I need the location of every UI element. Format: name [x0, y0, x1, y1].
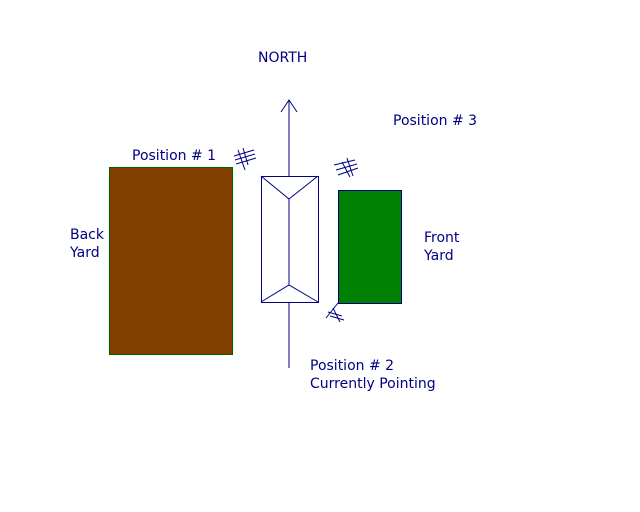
- position-2-label: Position # 2: [310, 358, 395, 374]
- house-outline: [260, 175, 319, 303]
- back-yard-label-line1: Back: [70, 227, 104, 243]
- back-yard-label-line2: Yard: [70, 245, 100, 261]
- front-yard-label-line1: Front: [424, 230, 460, 246]
- position-1-label: Position # 1: [132, 148, 217, 164]
- back-yard-area: [109, 167, 233, 355]
- antenna-icon-position-2: [325, 302, 345, 323]
- front-yard-label-line2: Yard: [424, 248, 454, 264]
- currently-pointing-label: Currently Pointing: [310, 376, 436, 392]
- north-arrowhead: [280, 99, 298, 113]
- antenna-icon-position-1: [233, 147, 257, 171]
- position-3-label: Position # 3: [393, 113, 478, 129]
- front-yard-area: [338, 190, 402, 304]
- north-label: NORTH: [258, 50, 308, 66]
- antenna-icon-position-3: [333, 157, 359, 178]
